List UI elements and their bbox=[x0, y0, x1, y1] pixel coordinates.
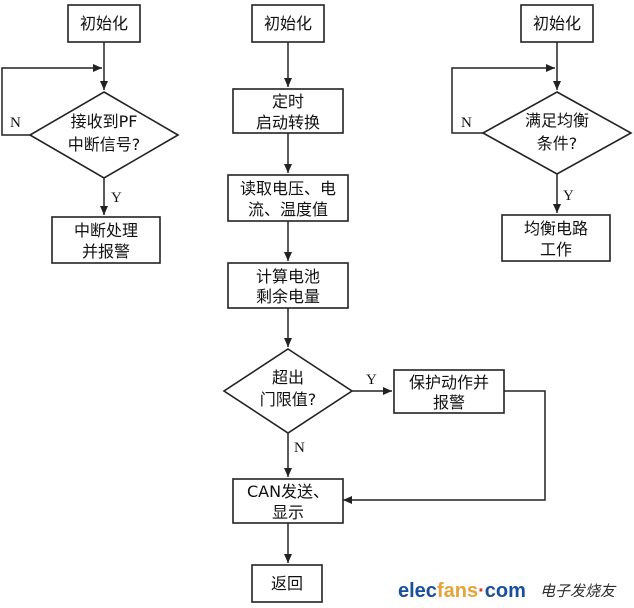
watermark-dot: · bbox=[478, 580, 485, 602]
return-box bbox=[251, 564, 323, 603]
watermark-com: com bbox=[485, 580, 526, 602]
return-label: 返回 bbox=[271, 574, 303, 593]
left-loop-arrow bbox=[1, 64, 102, 136]
timer-line1: 定时 bbox=[272, 92, 304, 111]
right-init-label: 初始化 bbox=[533, 14, 581, 33]
protect-line2: 报警 bbox=[433, 393, 465, 412]
left-init-label: 初始化 bbox=[80, 14, 128, 33]
watermark-fans: fans bbox=[437, 580, 478, 602]
right-action-line1: 均衡电路 bbox=[524, 219, 588, 238]
calc-soc-box bbox=[227, 262, 349, 309]
can-send-line2: 显示 bbox=[272, 503, 304, 522]
middle-init-box bbox=[251, 4, 325, 43]
protect-line1: 保护动作并 bbox=[409, 373, 489, 392]
limit-decision-line1: 超出 bbox=[272, 368, 304, 387]
left-action-line1: 中断处理 bbox=[74, 221, 138, 240]
limit-no-label: N bbox=[294, 440, 305, 456]
timer-box bbox=[232, 88, 344, 134]
watermark-elec: elec bbox=[398, 580, 437, 602]
left-action-box bbox=[51, 216, 161, 264]
middle-init-label: 初始化 bbox=[264, 14, 312, 33]
right-decision-line1: 满足均衡 bbox=[525, 111, 589, 130]
can-send-box bbox=[232, 478, 344, 524]
calc-soc-line1: 计算电池 bbox=[256, 267, 320, 286]
left-yes-label: Y bbox=[111, 190, 122, 206]
calc-soc-line2: 剩余电量 bbox=[256, 287, 320, 306]
read-values-line1: 读取电压、电 bbox=[240, 179, 336, 198]
left-no-label: N bbox=[10, 115, 21, 131]
read-values-line2: 流、温度值 bbox=[248, 200, 328, 219]
right-yes-label: Y bbox=[563, 188, 574, 204]
right-flow: 初始化 满足均衡 条件? N Y 均衡电路 工作 bbox=[451, 4, 633, 262]
can-send-line1: CAN发送、 bbox=[247, 482, 329, 501]
left-flow: 初始化 接收到PF 中断信号? N Y 中断处理 并报警 bbox=[1, 4, 180, 264]
watermark-logo: elecfans·com bbox=[398, 580, 526, 602]
left-decision-line1: 接收到PF bbox=[71, 112, 138, 131]
right-decision-line2: 条件? bbox=[537, 134, 578, 153]
right-action-line2: 工作 bbox=[540, 240, 572, 259]
left-action-line2: 并报警 bbox=[82, 242, 130, 261]
read-values-box bbox=[227, 174, 349, 222]
watermark-cn: 电子发烧友 bbox=[540, 582, 617, 600]
protect-box bbox=[393, 369, 505, 414]
right-loop-arrow bbox=[451, 64, 555, 134]
left-decision-line2: 中断信号? bbox=[68, 135, 141, 154]
right-decision-diamond bbox=[481, 91, 633, 175]
right-action-box bbox=[501, 214, 611, 262]
left-init-box bbox=[67, 4, 141, 43]
limit-yes-label: Y bbox=[366, 372, 377, 388]
protect-return-arrow bbox=[343, 390, 546, 504]
limit-decision-line2: 门限值? bbox=[260, 390, 317, 409]
timer-line2: 启动转换 bbox=[256, 113, 320, 132]
middle-flow: 初始化 定时 启动转换 读取电压、电 流、温度值 计算电池 剩余电量 超出 门限… bbox=[222, 4, 546, 603]
right-no-label: N bbox=[461, 115, 472, 131]
watermark: elecfans·com 电子发烧友 bbox=[398, 580, 617, 602]
